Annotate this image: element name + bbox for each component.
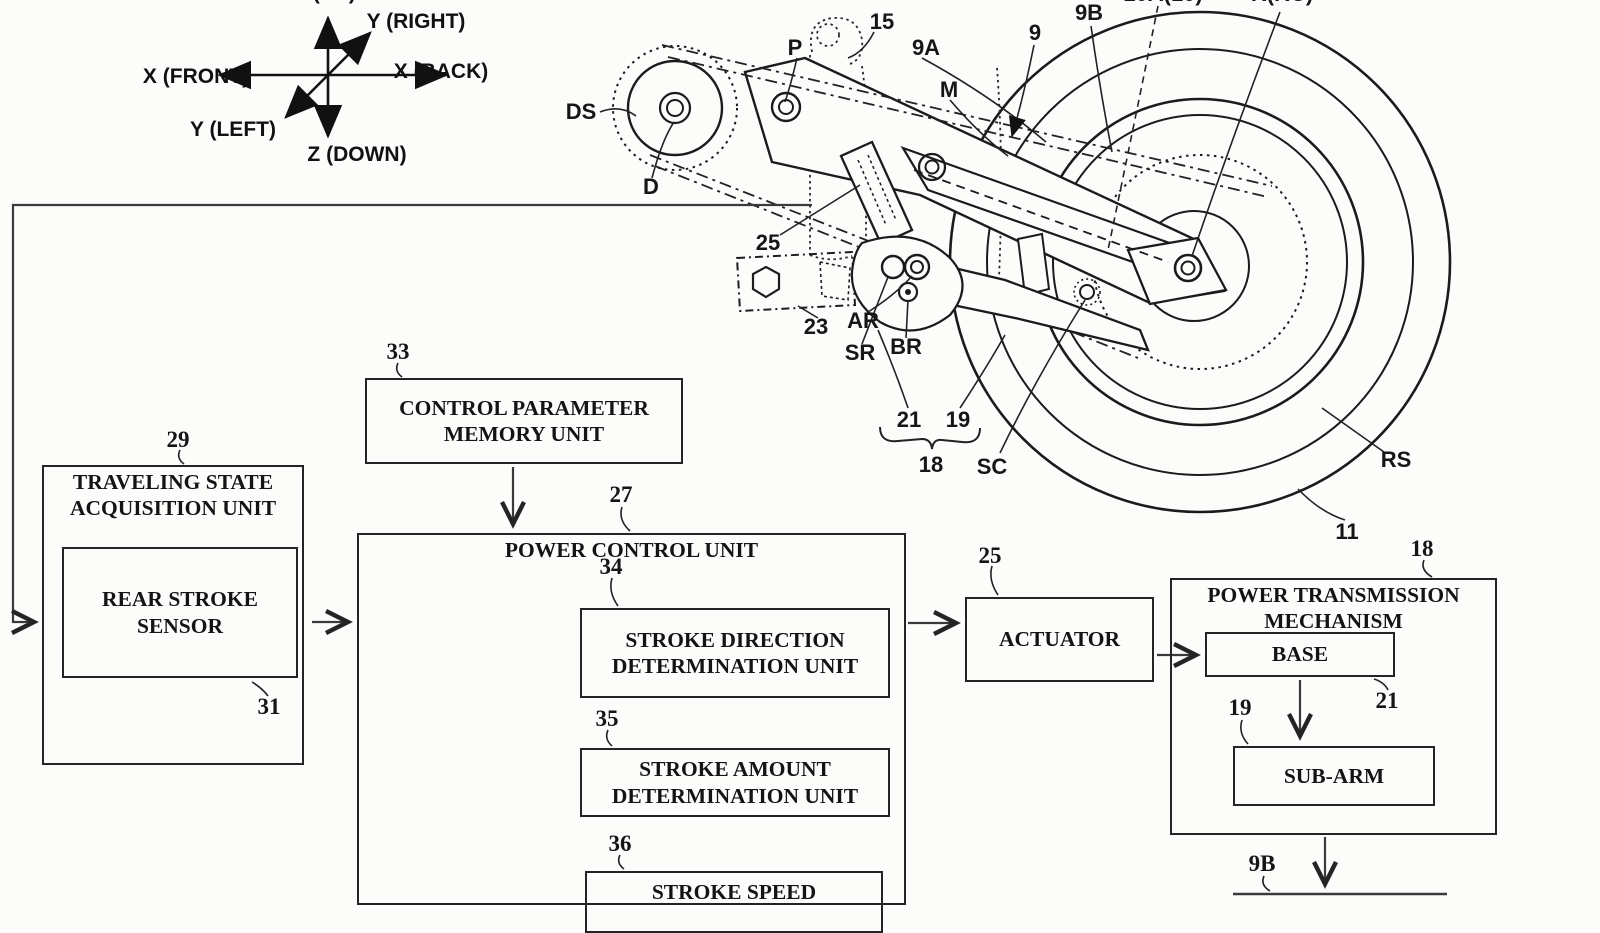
ref-35: 35	[595, 706, 619, 731]
control-parameter-memory-unit-title: CONTROL PARAMETER MEMORY UNIT	[399, 395, 649, 446]
swingarm-details	[770, 91, 1203, 283]
drive-sprocket	[612, 45, 738, 171]
traveling-state-acquisition-unit-box: TRAVELING STATE ACQUISITION UNIT	[42, 465, 304, 765]
ref-31: 31	[257, 694, 281, 719]
axis-label-y-left: Y (LEFT)	[190, 118, 276, 141]
stroke-amount-determination-unit-title: STROKE AMOUNT DETERMINATION UNIT	[611, 757, 859, 808]
sub-arm-box: SUB-ARM	[1233, 746, 1435, 806]
part-label-ds: DS	[565, 99, 597, 124]
part-label-br: BR	[890, 334, 922, 359]
ref-9b-output: 9B	[1248, 851, 1276, 876]
part-label-rs: RS	[1380, 447, 1412, 472]
part-label-9b: 9B	[1074, 0, 1104, 25]
part-label-9a: 9A	[911, 35, 941, 60]
part-label-m: M	[939, 77, 959, 102]
patent-figure-page: { "axes": { "up": "Z (UP)", "right": "Y …	[11, 0, 1497, 933]
ref-36: 36	[608, 831, 632, 856]
ref-21-base: 21	[1375, 688, 1399, 713]
part-label-15: 15	[869, 9, 895, 34]
sub-arm-title: SUB-ARM	[1283, 763, 1385, 788]
rear-stroke-sensor-title: REAR STROKE SENSOR	[102, 587, 258, 638]
figure-line-art	[11, 5, 1452, 896]
part-label-sc: SC	[976, 454, 1008, 479]
part-label-9: 9	[1028, 20, 1042, 45]
stroke-direction-determination-unit-box: STROKE DIRECTION DETERMINATION UNIT	[580, 608, 890, 698]
ref-squiggles	[177, 362, 1433, 892]
leader-lines	[599, 5, 1385, 521]
part-label-d: D	[643, 174, 659, 199]
ref-27: 27	[609, 482, 633, 507]
rear-stroke-sensor-box: REAR STROKE SENSOR	[62, 547, 298, 678]
sub-arm-bolts	[1073, 278, 1101, 306]
ref-34: 34	[599, 554, 623, 579]
ref-33: 33	[386, 339, 410, 364]
actuator-title: ACTUATOR	[998, 627, 1121, 652]
ref-29: 29	[166, 427, 190, 452]
traveling-state-acquisition-unit-title: TRAVELING STATE ACQUISITION UNIT	[69, 470, 277, 521]
power-control-unit-title: POWER CONTROL UNIT	[504, 538, 759, 562]
power-transmission-mechanism-box: POWER TRANSMISSION MECHANISM	[1170, 578, 1497, 835]
ref-25-actuator: 25	[978, 543, 1002, 568]
part-label-ar: AR	[847, 308, 879, 333]
stroke-amount-determination-unit-box: STROKE AMOUNT DETERMINATION UNIT	[580, 748, 890, 817]
axis-label-x-back: X (BACK)	[393, 60, 489, 83]
part-label-21: 21	[896, 407, 922, 432]
part-label-sr: SR	[844, 340, 876, 365]
base-title: BASE	[1271, 642, 1329, 667]
power-transmission-mechanism-title: POWER TRANSMISSION MECHANISM	[1207, 583, 1460, 634]
axis-label-z-up: Z (UP)	[294, 0, 356, 5]
brace-21-19	[879, 426, 981, 450]
ref-18-ptm: 18	[1410, 536, 1434, 561]
ref-19-subarm: 19	[1228, 695, 1252, 720]
power-control-unit-box: POWER CONTROL UNIT	[357, 533, 906, 905]
part-label-25: 25	[755, 230, 781, 255]
actuator-box: ACTUATOR	[965, 597, 1154, 682]
base-box: BASE	[1205, 632, 1395, 677]
swingarm	[743, 56, 1228, 306]
part-label-10a: 10A(10)	[1123, 0, 1202, 7]
control-parameter-memory-unit-box: CONTROL PARAMETER MEMORY UNIT	[365, 378, 683, 464]
stroke-speed-unit-title: STROKE SPEED	[651, 880, 817, 904]
pivot-bracket	[735, 250, 857, 313]
axis-label-y-right: Y (RIGHT)	[366, 10, 466, 33]
stroke-speed-unit-box: STROKE SPEED	[585, 871, 883, 933]
axis-label-x-front: X (FRONT)	[142, 65, 250, 88]
block-connectors	[11, 203, 1447, 896]
part-label-19: 19	[945, 407, 971, 432]
axis-label-z-down: Z (DOWN)	[307, 143, 407, 166]
part-label-r-rc: R(RC)	[1251, 0, 1313, 7]
part-label-11: 11	[1335, 519, 1359, 544]
axes-glyph	[217, 15, 449, 139]
part-label-18: 18	[918, 452, 944, 477]
stroke-direction-determination-unit-title: STROKE DIRECTION DETERMINATION UNIT	[611, 627, 859, 678]
part-label-23: 23	[803, 314, 829, 339]
part-label-p: P	[787, 35, 803, 60]
